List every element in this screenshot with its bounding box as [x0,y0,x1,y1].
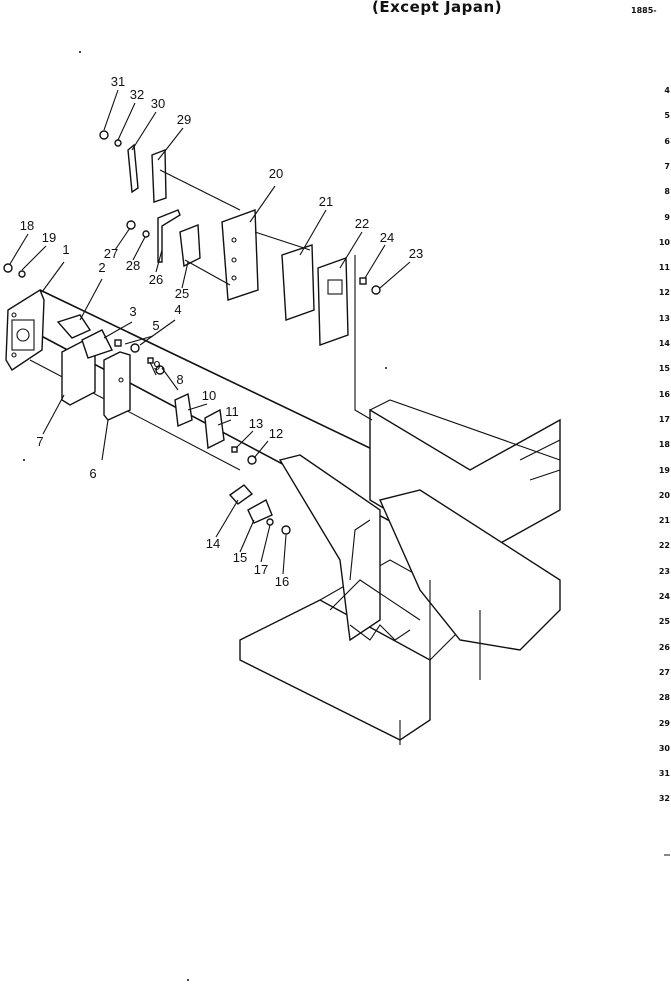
plate-14 [228,484,254,505]
callout-18: 18 [20,218,34,233]
bracket-29 [151,148,167,203]
callout-20: 20 [269,166,283,181]
callout-17: 17 [254,562,268,577]
edge-number: 30 [658,743,670,753]
callout-9: 9 [153,358,160,373]
callout-10: 10 [202,388,216,403]
callout-21: 21 [319,194,333,209]
edge-number: 28 [658,693,670,703]
edge-number: 17 [658,414,670,424]
bracket-3 [81,329,113,359]
guide-lines [159,169,373,421]
plate-11 [204,408,225,450]
callout-16: 16 [275,574,289,589]
callout-22: 22 [355,216,369,231]
callout-5: 5 [152,318,159,333]
edge-number: 6 [664,136,670,146]
callout-4: 4 [174,302,181,317]
callout-28: 28 [126,258,140,273]
callout-26: 26 [149,272,163,287]
bracket-26 [157,209,181,263]
edge-number: 4 [664,86,670,95]
callout-29: 29 [177,112,191,127]
edge-number: 26 [658,642,670,652]
edge-number: 9 [664,212,670,222]
header-code: 1885- [631,6,657,15]
edge-number: 15 [658,364,670,374]
callout-15: 15 [233,550,247,565]
header-title: (Except Japan) [372,0,503,16]
plate-22 [317,257,349,346]
bracket-25 [179,223,201,268]
edge-number: 32 [658,794,670,804]
edge-number: 14 [658,339,670,348]
plate-6 [103,351,131,421]
callout-2: 2 [98,260,105,275]
callout-8: 8 [176,372,183,387]
edge-number: 13 [658,313,670,323]
plate-20 [221,209,259,301]
edge-number: 5 [664,111,670,121]
left-bracket [5,288,45,371]
callout-6: 6 [89,466,96,481]
edge-number: 31 [658,769,670,779]
edge-number: 29 [658,718,670,728]
edge-number: 20 [658,490,670,500]
callout-3: 3 [129,304,136,319]
edge-number: 11 [658,263,670,273]
edge-number: 21 [658,516,670,526]
leader-lines [9,89,411,575]
edge-number: 18 [658,440,670,450]
callout-7: 7 [36,434,43,449]
edge-number: 19 [658,465,670,475]
callout-27: 27 [104,246,118,261]
edge-number: 22 [658,541,670,551]
edge-number: 16 [658,389,670,399]
callout-30: 30 [151,96,165,111]
callout-19: 19 [42,230,56,245]
edge-number: 12 [658,288,670,298]
bracket-30 [127,143,139,194]
bracket-2 [56,314,92,339]
callout-32: 32 [130,87,144,102]
edge-number: 25 [658,617,670,627]
callout-1: 1 [62,242,69,257]
callout-11: 11 [225,404,239,419]
edge-number: 8 [664,187,670,197]
edge-number: 23 [658,566,670,576]
callout-13: 13 [249,416,263,431]
edge-number: 10 [658,237,670,247]
callout-23: 23 [409,246,423,261]
callout-25: 25 [175,286,189,301]
callout-12: 12 [269,426,283,441]
callout-14: 14 [206,536,220,551]
plate-10 [174,392,193,428]
callout-24: 24 [380,230,394,245]
plate-21 [281,244,315,321]
frame-drawing [29,289,561,745]
edge-number: 7 [664,161,670,171]
plate-15 [247,499,273,524]
edge-number: 27 [658,667,670,677]
edge-number: 24 [658,592,670,601]
callout-31: 31 [111,74,125,89]
